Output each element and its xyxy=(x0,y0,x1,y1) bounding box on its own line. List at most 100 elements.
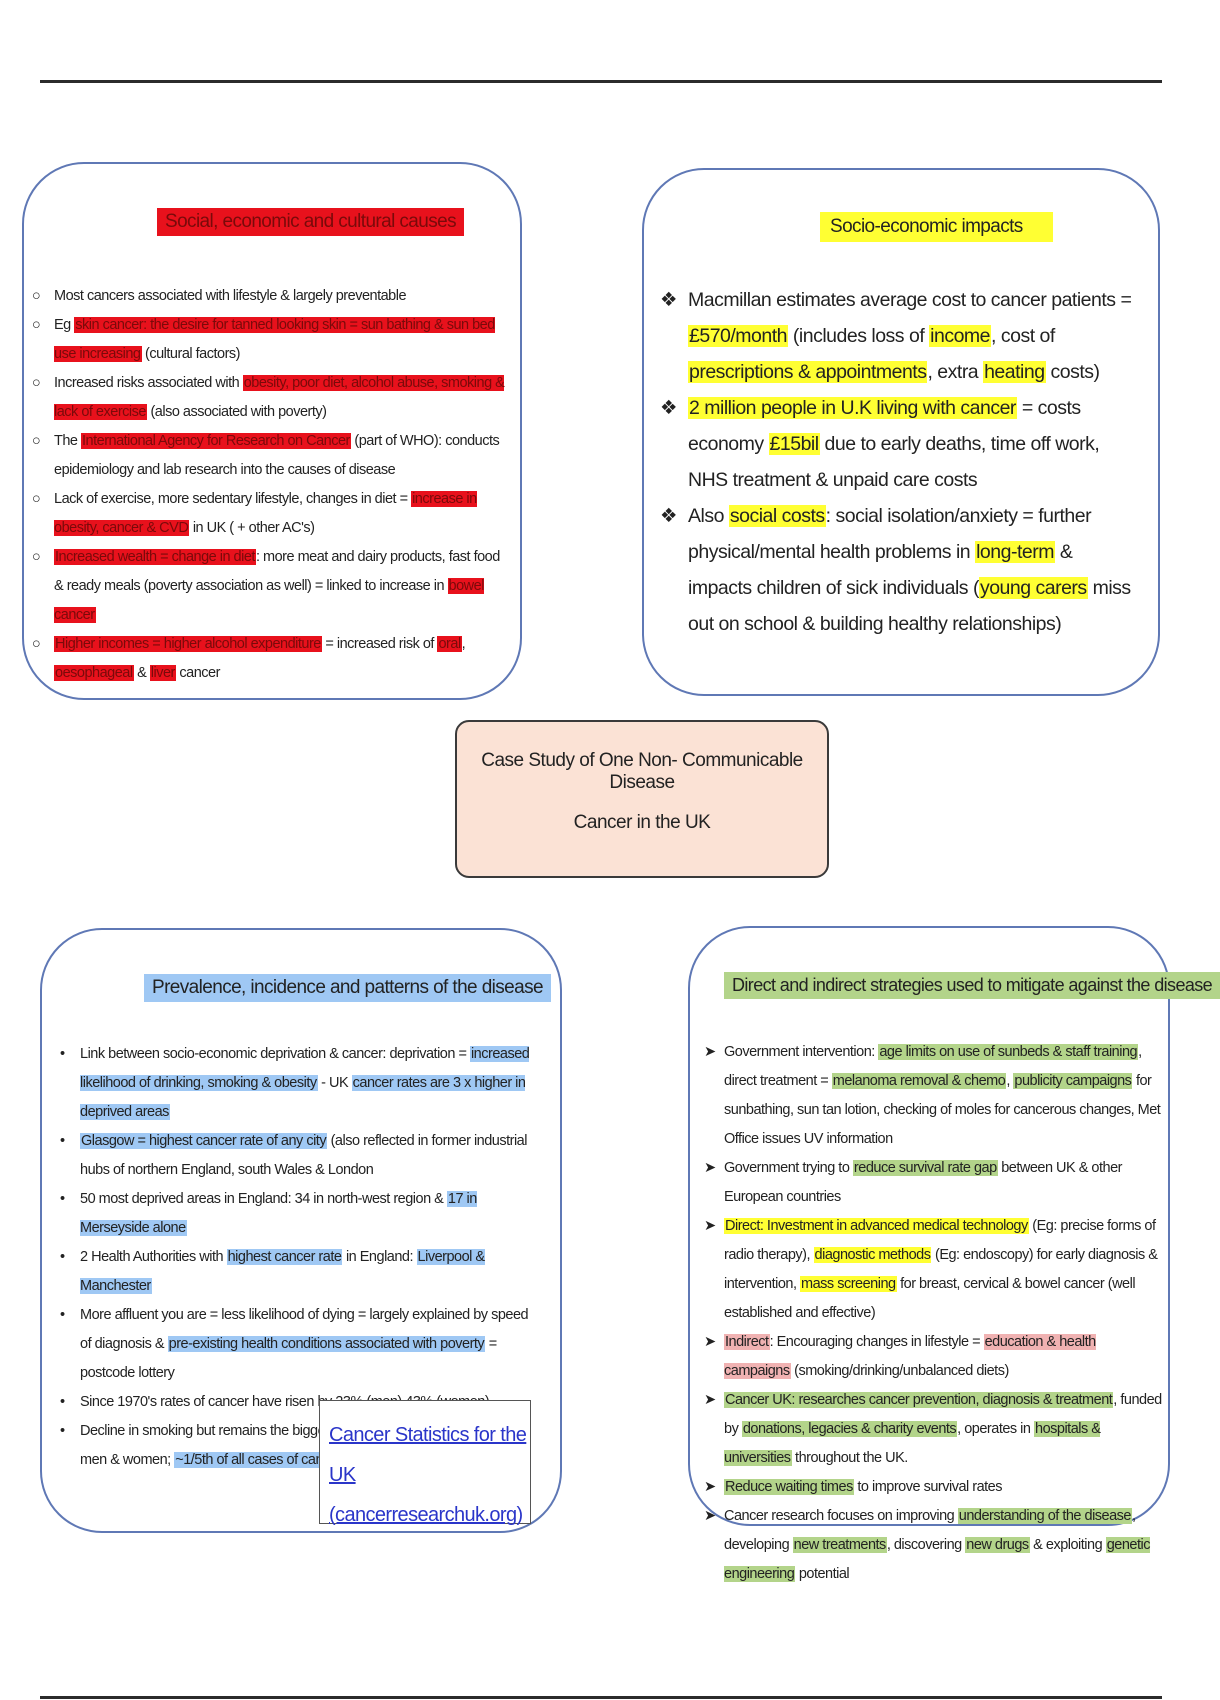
highlighted-text: pre-existing health conditions associate… xyxy=(167,1336,486,1352)
item-text: , operates in xyxy=(957,1421,1034,1437)
highlighted-text: Indirect xyxy=(724,1334,770,1350)
list-item: ❖ Macmillan estimates average cost to can… xyxy=(660,282,1140,390)
case-study-title-box: Case Study of One Non- Communicable Dise… xyxy=(455,720,829,878)
bullet-icon: ❖ xyxy=(660,397,677,419)
bullet-icon: ○ xyxy=(32,433,41,449)
list-item: • Glasgow = highest cancer rate of any ci… xyxy=(60,1127,540,1185)
highlighted-text: prescriptions & appointments xyxy=(688,361,928,383)
highlighted-text: oesophageal xyxy=(54,665,134,681)
list-item: ➤Direct: Investment in advanced medical … xyxy=(704,1212,1164,1328)
strategies-box: Direct and indirect strategies used to m… xyxy=(688,926,1220,1582)
highlighted-text: Higher incomes = higher alcohol expendit… xyxy=(54,636,322,652)
list-item: • Link between socio-economic deprivation… xyxy=(60,1040,540,1127)
list-item: ➤ Cancer research focuses on improving un… xyxy=(704,1502,1164,1589)
strategies-title: Direct and indirect strategies used to m… xyxy=(724,972,1220,999)
list-item: ○The International Agency for Research o… xyxy=(32,427,512,485)
item-text: , funded by xyxy=(724,1392,1162,1437)
highlighted-text: diagnostic methods xyxy=(813,1247,932,1263)
highlighted-text: Glasgow = highest cancer rate of any cit… xyxy=(80,1133,328,1149)
item-text: More affluent you are = less likelihood … xyxy=(80,1307,529,1352)
socio-economic-title: Socio-economic impacts xyxy=(820,212,1053,242)
bullet-icon: ➤ xyxy=(704,1334,716,1350)
bullet-icon: • xyxy=(60,1307,65,1323)
item-text: Government trying to xyxy=(724,1160,853,1176)
item-text: , developing xyxy=(724,1508,1136,1553)
list-item: ❖ 2 million people in U.K living with can… xyxy=(660,390,1140,498)
cancer-stats-link[interactable]: Cancer Statistics for the UK xyxy=(329,1424,527,1486)
highlighted-text: highest cancer rate xyxy=(226,1249,343,1265)
highlighted-text: donations, legacies & charity events xyxy=(741,1421,958,1437)
item-text: , direct treatment = xyxy=(724,1044,1142,1089)
highlighted-text: new drugs xyxy=(965,1537,1030,1553)
highlighted-text: long-term xyxy=(975,541,1055,563)
cancer-stats-link-box: Cancer Statistics for the UK (cancerrese… xyxy=(319,1400,531,1526)
list-item: ❖Also social costs: social isolation/anx… xyxy=(660,498,1140,642)
list-item: ○ Most cancers associated with lifestyle … xyxy=(32,282,512,311)
cancer-research-link[interactable]: (cancerresearchuk.org) xyxy=(329,1504,523,1526)
bullet-icon: • xyxy=(60,1249,65,1265)
item-text: : more meat and dairy products, fast foo… xyxy=(54,549,500,594)
bullet-icon: ○ xyxy=(32,549,41,565)
item-text: The xyxy=(54,433,82,449)
bullet-icon: ➤ xyxy=(704,1044,716,1060)
item-text: for breast, cervical & bowel cancer (wel… xyxy=(724,1276,1136,1321)
highlighted-text: heating xyxy=(983,361,1046,383)
list-item: •2 Health Authorities with highest cance… xyxy=(60,1243,540,1301)
item-text: (part of WHO): conducts epidemiology and… xyxy=(54,433,500,478)
item-text: & impacts children of sick individuals ( xyxy=(688,541,1073,599)
bullet-icon: • xyxy=(60,1046,65,1062)
item-text: Most cancers associated with lifestyle &… xyxy=(54,288,407,304)
item-text: & exploiting xyxy=(1029,1537,1106,1553)
item-text: between UK & other European countries xyxy=(724,1160,1122,1205)
item-text: Macmillan estimates average cost to canc… xyxy=(688,289,1132,311)
highlighted-text: Reduce waiting times xyxy=(724,1479,854,1495)
item-text: (cultural factors) xyxy=(141,346,240,362)
item-text: , discovering xyxy=(886,1537,966,1553)
item-text: Also xyxy=(688,505,729,527)
list-item: • More affluent you are = less likelihood… xyxy=(60,1301,540,1388)
item-text: = postcode lottery xyxy=(80,1336,497,1381)
social-causes-title: Social, economic and cultural causes xyxy=(157,208,465,236)
item-text: Government intervention: xyxy=(724,1044,879,1060)
bullet-icon: • xyxy=(60,1423,65,1439)
item-text: Cancer research focuses on improving xyxy=(724,1508,958,1524)
item-text: (Eg: endoscopy) for early diagnosis & in… xyxy=(724,1247,1158,1292)
highlighted-text: social costs xyxy=(728,505,826,527)
item-text: in England: xyxy=(342,1249,417,1265)
highlighted-text: melanoma removal & chemo xyxy=(831,1073,1007,1089)
list-item: • 50 most deprived areas in England: 34 i… xyxy=(60,1185,540,1243)
item-text: Eg xyxy=(54,317,75,333)
bottom-rule xyxy=(40,1696,1162,1699)
bullet-icon: ➤ xyxy=(704,1508,716,1524)
highlighted-text: Increased wealth = change in diet xyxy=(54,549,256,565)
item-text: - UK xyxy=(317,1075,352,1091)
bullet-icon: • xyxy=(60,1133,65,1149)
item-text: to improve survival rates xyxy=(853,1479,1002,1495)
highlighted-text: understanding of the disease xyxy=(957,1508,1132,1524)
item-text: for sunbathing, sun tan lotion, checking… xyxy=(724,1073,1161,1147)
highlighted-text: 2 million people in U.K living with canc… xyxy=(688,397,1017,419)
bullet-icon: ○ xyxy=(32,375,41,391)
item-text: (includes loss of xyxy=(788,325,930,347)
highlighted-text: £15bil xyxy=(768,433,820,455)
highlighted-text: age limits on use of sunbeds & staff tra… xyxy=(878,1044,1139,1060)
list-item: ➤Cancer UK: researches cancer prevention… xyxy=(704,1386,1164,1473)
item-text: Link between socio-economic deprivation … xyxy=(80,1046,470,1062)
item-text: miss out on school & building healthy re… xyxy=(688,577,1131,635)
bullet-icon: ○ xyxy=(32,288,41,304)
item-text: 50 most deprived areas in England: 34 in… xyxy=(80,1191,447,1207)
bullet-icon: • xyxy=(60,1394,65,1410)
item-text: , cost of xyxy=(991,325,1055,347)
highlighted-text: £570/month xyxy=(688,325,788,347)
item-text: costs) xyxy=(1045,361,1100,383)
item-text: , xyxy=(461,636,466,652)
list-item: ○Lack of exercise, more sedentary lifest… xyxy=(32,485,512,543)
bullet-icon: ➤ xyxy=(704,1218,716,1234)
bullet-icon: ➤ xyxy=(704,1160,716,1176)
list-item: ➤Indirect: Encouraging changes in lifest… xyxy=(704,1328,1164,1386)
list-item: ➤ Government intervention: age limits on … xyxy=(704,1038,1164,1154)
bullet-icon: • xyxy=(60,1191,65,1207)
bullet-icon: ❖ xyxy=(660,289,677,311)
social-causes-box: Social, economic and cultural causes ○ Mo… xyxy=(22,162,522,700)
highlighted-text: mass screening xyxy=(800,1276,897,1292)
